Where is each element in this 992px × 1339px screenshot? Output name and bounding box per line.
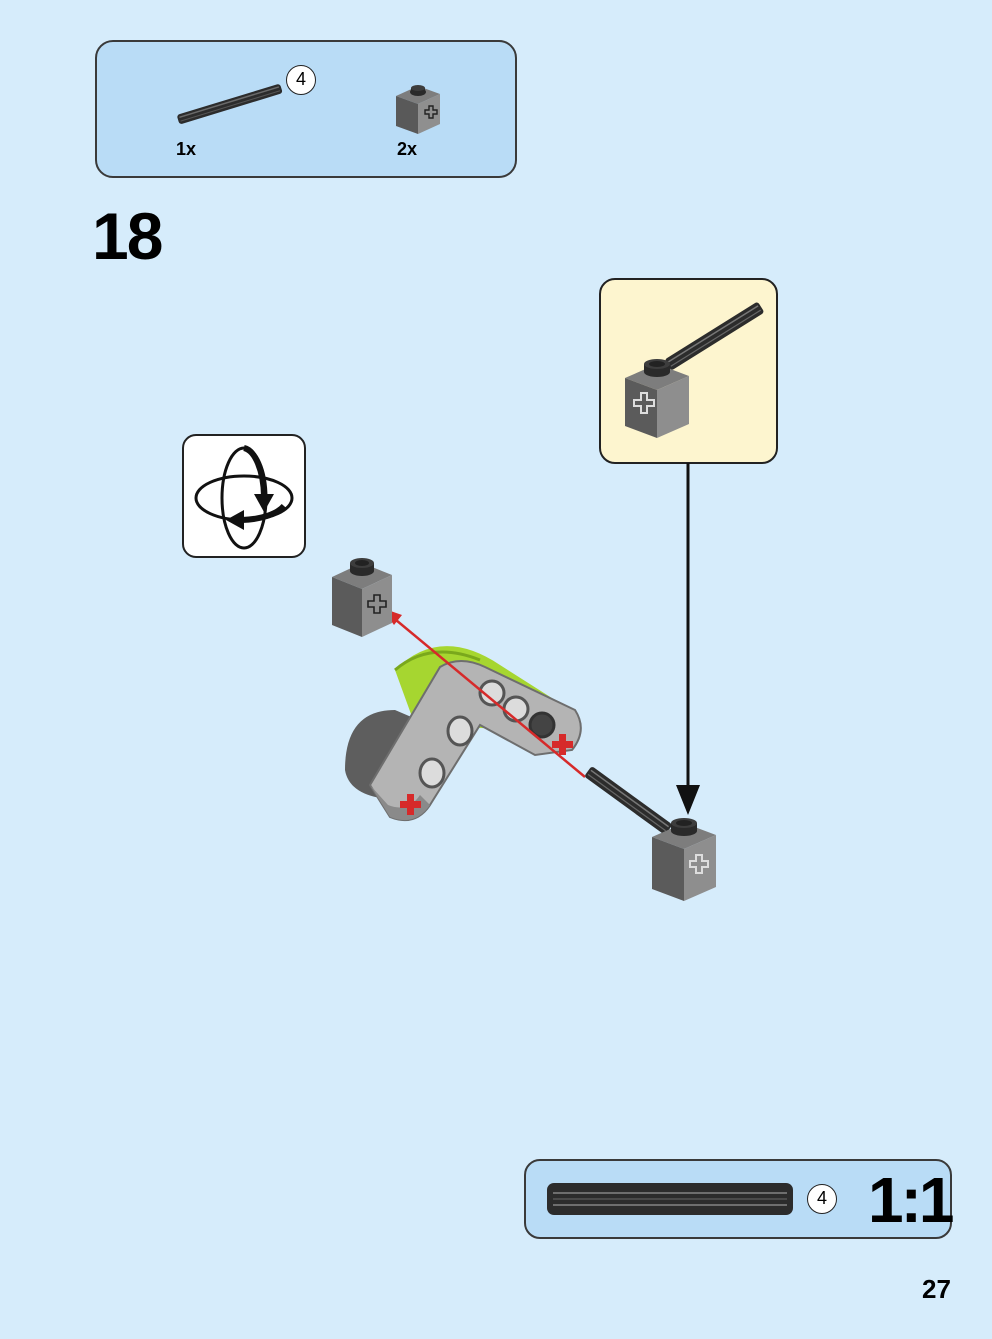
rotate-indicator-box: [182, 434, 306, 558]
placement-arrow-head: [676, 785, 700, 815]
callout-box: [599, 278, 778, 464]
axle-icon: [177, 84, 283, 124]
page-number: 27: [922, 1274, 951, 1304]
rotate-model-icon: [194, 445, 294, 550]
cross-hole-brick: [652, 818, 716, 901]
brick-axle-assembly-icon: [625, 302, 764, 438]
red-cross-hole: [400, 794, 421, 815]
cross-hole-brick-icon: [396, 85, 440, 134]
axle-actual-size-icon: [547, 1183, 793, 1215]
red-cross-hole: [552, 734, 573, 755]
brick-quantity: 2x: [397, 139, 418, 159]
main-assembly-illustration: [332, 463, 716, 901]
cross-hole-brick: [332, 558, 392, 637]
scale-axle-length-badge: 4: [807, 1184, 837, 1214]
axle: [585, 767, 672, 835]
parts-list-box: [95, 40, 517, 178]
insertion-arrow: [389, 614, 586, 778]
axle-length-badge: 4: [286, 65, 316, 95]
axle-quantity: 1x: [176, 139, 197, 159]
step-number: 18: [92, 199, 163, 273]
scale-ratio: 1:1: [868, 1164, 954, 1236]
